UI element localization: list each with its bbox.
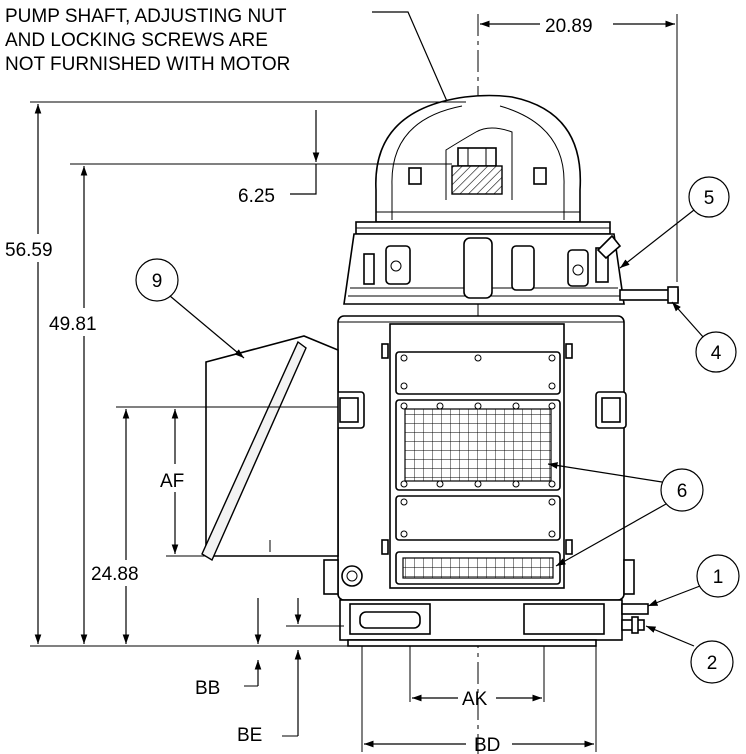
dim-bd-label: BD [474,735,500,754]
dim-be-label: BE [237,725,262,746]
middle-panel [395,495,561,541]
callout-5-bubble [688,176,730,218]
note-line-1: PUMP SHAFT, ADJUSTING NUT [5,6,287,27]
base-pipe-1 [621,603,649,615]
callout-2-bubble [690,640,734,684]
note-line-3: NOT FURNISHED WITH MOTOR [5,54,290,75]
dim-bb-label: BB [195,678,220,699]
dim-ak-label: AK [462,689,488,710]
conduit-opening [341,565,363,587]
callout-6-label: 6 [677,481,688,502]
conduit-box-cover [201,340,307,562]
callout-4-label: 4 [711,343,722,364]
adjusting-nut [457,147,497,167]
lifting-lug [596,234,622,260]
callout-4-bubble [695,331,737,373]
note-line-2: AND LOCKING SCREWS ARE [5,30,268,51]
dim-shaft-drop-label: 6.25 [238,186,275,207]
callout-1-label: 1 [713,567,724,588]
callout-6-bubble [660,468,704,512]
dim-overall-height-label: 56.59 [5,240,53,261]
air-screen-upper [404,408,552,482]
callout-1-bubble [696,554,740,598]
dim-shoulder-height-label: 49.81 [49,314,97,335]
dim-top-width-label: 20.89 [545,16,593,37]
dim-conduit-height-label: 24.88 [91,564,139,585]
upper-panel [395,351,561,395]
callout-5-label: 5 [704,188,715,209]
shaft-hatched-section [451,165,503,195]
callout-9-label: 9 [152,271,163,292]
air-screen-lower [402,557,554,579]
dim-af-label: AF [160,471,184,492]
callout-2-label: 2 [707,653,718,674]
callout-9-bubble [135,258,179,302]
